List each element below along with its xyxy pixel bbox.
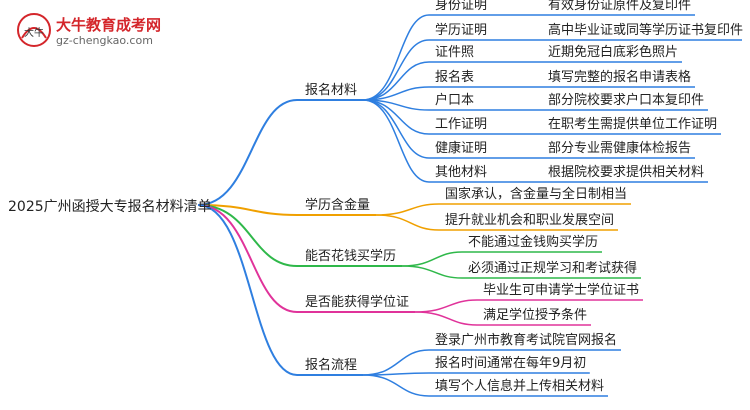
child-label: 填写个人信息并上传相关材料	[435, 379, 605, 394]
branch-label: 报名流程	[305, 358, 358, 373]
child-label: 健康证明	[435, 141, 488, 156]
child-label: 工作证明	[435, 117, 488, 132]
child-label: 学历证明	[435, 23, 488, 38]
child-detail: 有效身份证原件及复印件	[548, 0, 692, 13]
child-label: 不能通过金钱购买学历	[468, 235, 599, 250]
logo-title: 大牛教育成考网	[56, 16, 162, 34]
branch-connector	[197, 99, 298, 206]
branch-connector	[197, 204, 298, 313]
branch-connector	[197, 204, 298, 216]
child-label: 毕业生可申请学士学位证书	[483, 283, 640, 298]
child-detail: 在职考生需提供单位工作证明	[548, 117, 718, 132]
child-connector	[401, 265, 463, 279]
child-connector	[375, 203, 440, 216]
site-logo[interactable]: 大牛 大牛教育成考网 gz-chengkao.com	[16, 12, 176, 52]
child-connector	[362, 99, 430, 159]
child-label: 报名时间通常在每年9月初	[435, 356, 587, 371]
child-detail: 部分院校要求户口本复印件	[548, 93, 705, 108]
branch-connector	[197, 204, 298, 376]
child-label: 国家承认，含金量与全日制相当	[445, 187, 628, 202]
child-connector	[362, 61, 430, 101]
branch-label: 报名材料	[305, 83, 358, 98]
child-detail: 根据院校要求提供相关材料	[548, 165, 705, 180]
child-label: 户口本	[435, 93, 475, 108]
child-label: 满足学位授予条件	[483, 308, 588, 323]
child-connector	[362, 99, 430, 183]
root-node: 2025广州函授大专报名材料清单	[8, 199, 212, 215]
child-connector	[362, 14, 430, 101]
branch-label: 学历含金量	[305, 198, 371, 213]
branch-label: 是否能获得学位证	[305, 295, 410, 310]
child-connector	[362, 374, 430, 397]
child-connector	[414, 311, 478, 326]
branch-label: 能否花钱买学历	[305, 249, 397, 264]
child-detail: 填写完整的报名申请表格	[548, 70, 692, 85]
logo-glyph: 大牛	[24, 26, 44, 39]
child-label: 其他材料	[435, 165, 488, 180]
child-label: 报名表	[435, 70, 475, 85]
child-connector	[362, 349, 430, 376]
logo-url: gz-chengkao.com	[56, 34, 153, 47]
logo-mark-icon: 大牛	[17, 13, 51, 47]
child-detail: 高中毕业证或同等学历证书复印件	[548, 23, 744, 38]
branch-connector	[197, 204, 298, 267]
child-connector	[401, 251, 463, 267]
child-detail: 部分专业需健康体检报告	[548, 141, 692, 156]
child-label: 登录广州市教育考试院官网报名	[435, 333, 618, 348]
child-connector	[375, 214, 440, 231]
child-connector	[414, 299, 478, 313]
child-label: 证件照	[435, 45, 475, 60]
child-label: 必须通过正规学习和考试获得	[468, 261, 638, 276]
child-connector	[362, 39, 430, 101]
child-label: 身份证明	[435, 0, 488, 13]
child-label: 提升就业机会和职业发展空间	[445, 213, 615, 228]
child-detail: 近期免冠白底彩色照片	[548, 45, 679, 60]
